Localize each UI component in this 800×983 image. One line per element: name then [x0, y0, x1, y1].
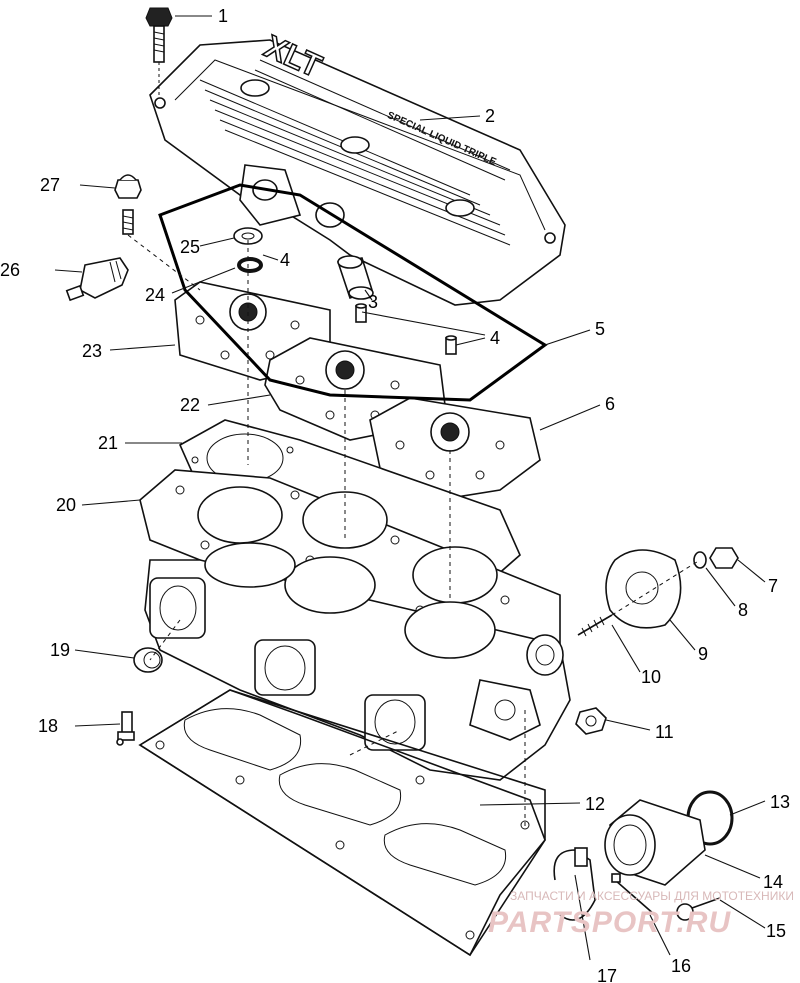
- leader-lines: [54, 15, 766, 961]
- acorn-nut: [114, 174, 142, 199]
- callout-3: 3: [368, 292, 378, 312]
- block-nut: [575, 707, 607, 735]
- base-gasket: [138, 689, 546, 957]
- alignment-lines: [127, 234, 701, 830]
- hose-clamp: [553, 847, 596, 921]
- callout-14: 14: [763, 872, 783, 892]
- head-insert-right: [369, 397, 541, 499]
- callout-21: 21: [98, 433, 118, 453]
- cover-bolt: [145, 7, 173, 95]
- callout-16: 16: [671, 956, 691, 976]
- bleed-screw: [116, 711, 135, 746]
- dowel-pin: [355, 303, 457, 355]
- sealing-washer: [233, 227, 263, 245]
- callout-labels: 1 2 3 4 4 5 6 7 8 9 10 11 12 13 14 15 16…: [0, 6, 790, 983]
- callout-19: 19: [50, 640, 70, 660]
- cylinder-block: [144, 542, 571, 781]
- callout-8: 8: [738, 600, 748, 620]
- adaptor-bolt: [676, 897, 721, 921]
- callout-13: 13: [770, 792, 790, 812]
- watermark-tagline: ЗАПЧАСТИ И АКСЕССУАРЫ ДЛЯ МОТОТЕХНИКИ: [510, 889, 794, 903]
- callout-4a: 4: [280, 250, 290, 270]
- callout-18: 18: [38, 716, 58, 736]
- plug-cap: [133, 647, 163, 673]
- cover-logo-text: XLT: [259, 28, 327, 85]
- clamp-screw: [611, 873, 656, 916]
- flange-washer: [693, 551, 707, 569]
- callout-24: 24: [145, 285, 165, 305]
- callout-23: 23: [82, 341, 102, 361]
- cylinder-head-cover: [149, 39, 566, 306]
- intake-adaptor: [604, 799, 706, 886]
- callout-2: 2: [485, 106, 495, 126]
- callout-10: 10: [641, 667, 661, 687]
- o-ring: [237, 257, 263, 273]
- callout-27: 27: [40, 175, 60, 195]
- callout-20: 20: [56, 495, 76, 515]
- cover-seal-gasket: [158, 183, 548, 402]
- callout-15: 15: [766, 921, 786, 941]
- callout-7: 7: [768, 576, 778, 596]
- hose-fitting: [336, 255, 374, 300]
- watermark: ЗАПЧАСТИ И АКСЕССУАРЫ ДЛЯ МОТОТЕХНИКИ PA…: [488, 889, 794, 939]
- callout-12: 12: [585, 794, 605, 814]
- callout-11: 11: [655, 722, 674, 742]
- callout-26: 26: [0, 260, 20, 280]
- watermark-brand: PARTSPORT.RU: [488, 906, 731, 939]
- temperature-sensor: [65, 257, 129, 302]
- callout-22: 22: [180, 395, 200, 415]
- flange-nut: [709, 547, 739, 569]
- callout-1: 1: [218, 6, 228, 26]
- exhaust-stud: [577, 614, 613, 637]
- callout-17: 17: [597, 966, 617, 983]
- callout-25: 25: [180, 237, 200, 257]
- sensor-stud: [122, 209, 134, 235]
- exhaust-flange-gasket: [605, 549, 682, 629]
- callout-6: 6: [605, 394, 615, 414]
- callout-4b: 4: [490, 328, 500, 348]
- callout-9: 9: [698, 644, 708, 664]
- callout-5: 5: [595, 319, 605, 339]
